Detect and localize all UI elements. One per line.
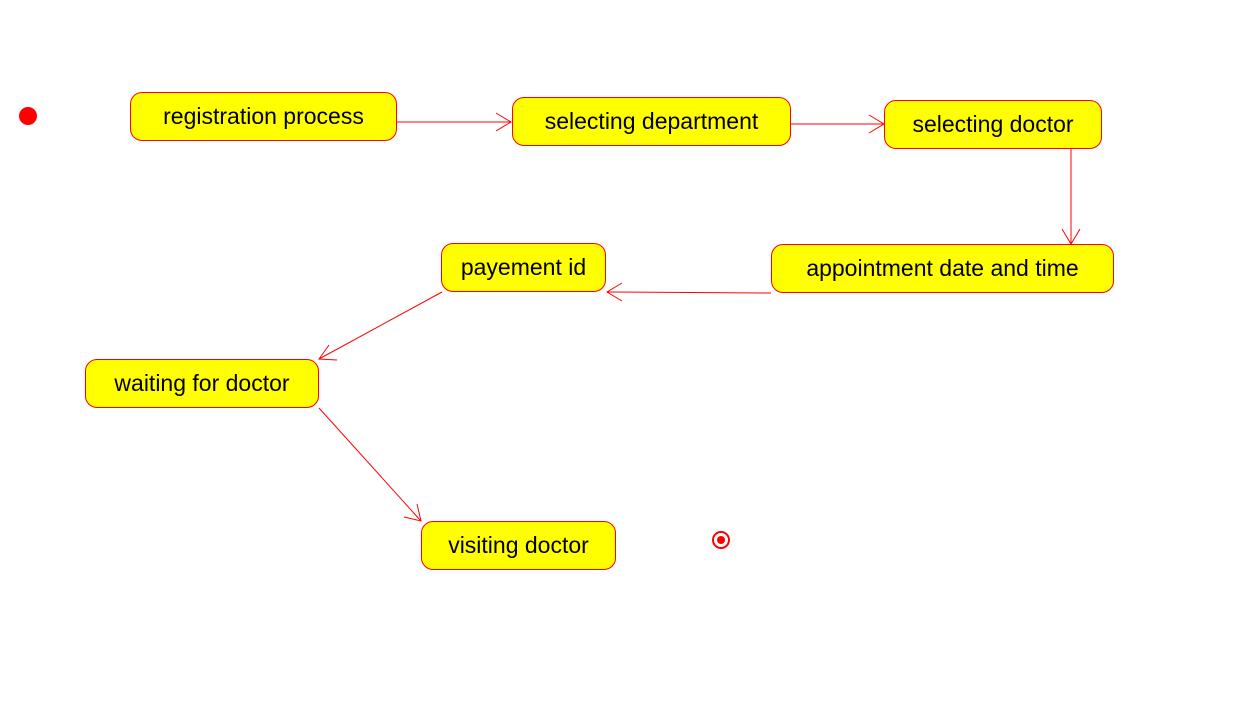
state-label: payement id <box>460 254 587 280</box>
arrowhead-payement <box>606 282 623 302</box>
state-appointment-date-and-time[interactable]: appointment date and time <box>771 244 1114 293</box>
arrowhead-appointment <box>1061 228 1081 245</box>
final-node <box>712 531 730 549</box>
state-payement-id[interactable]: payement id <box>441 243 606 292</box>
state-registration-process[interactable]: registration process <box>130 92 397 141</box>
state-selecting-doctor[interactable]: selecting doctor <box>884 100 1102 149</box>
state-label: registration process <box>163 103 364 129</box>
transition-waiting-to-visiting <box>318 407 422 522</box>
state-label: selecting doctor <box>912 111 1074 137</box>
state-label: selecting department <box>544 108 759 134</box>
state-label: waiting for doctor <box>114 370 290 396</box>
final-node-core <box>717 536 725 544</box>
state-visiting-doctor[interactable]: visiting doctor <box>421 521 616 570</box>
arrowhead-waiting <box>318 344 338 361</box>
state-waiting-for-doctor[interactable]: waiting for doctor <box>85 359 319 408</box>
state-label: appointment date and time <box>806 255 1079 281</box>
transition-appointment-to-payement <box>606 291 772 294</box>
state-label: visiting doctor <box>448 532 589 558</box>
transition-payement-to-waiting <box>318 291 443 360</box>
arrowhead-department <box>495 112 512 132</box>
state-selecting-department[interactable]: selecting department <box>512 97 791 146</box>
arrowhead-doctor <box>868 114 885 134</box>
initial-node <box>19 107 37 125</box>
arrowhead-visiting <box>403 503 422 522</box>
